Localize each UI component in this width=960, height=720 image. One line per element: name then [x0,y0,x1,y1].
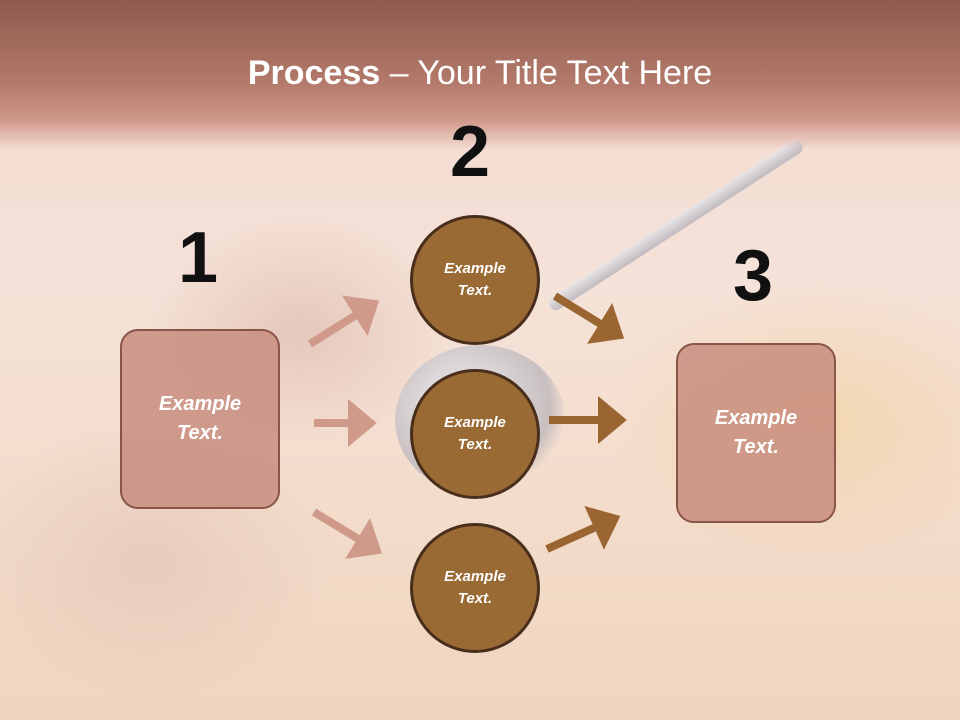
end-box: Example Text. [676,343,836,523]
start-box: Example Text. [120,329,280,509]
step-number-2: 2 [450,112,491,192]
end-box-label: Example Text. [714,407,798,458]
title-rest: – Your Title Text Here [380,54,713,92]
step-number-1: 1 [178,218,219,298]
step-circle-2: Example Text. [410,369,540,499]
step-number-3: 3 [733,236,774,316]
arrow-right-up [552,292,625,344]
step-circle-3: Example Text. [410,523,540,653]
step-circle-1-label: Example Text. [444,259,506,300]
start-box-label: Example Text. [158,393,242,444]
arrow-left-up [307,295,380,348]
arrow-left-down [311,508,383,560]
title-bold: Process [247,54,381,92]
step-circle-3-label: Example Text. [444,567,506,608]
header-band [0,0,960,150]
step-circle-1: Example Text. [410,215,540,345]
arrow-right-down [545,505,621,553]
step-circle-2-label: Example Text. [444,413,506,454]
slide-title: Process – Your Title Text Here [0,54,960,93]
